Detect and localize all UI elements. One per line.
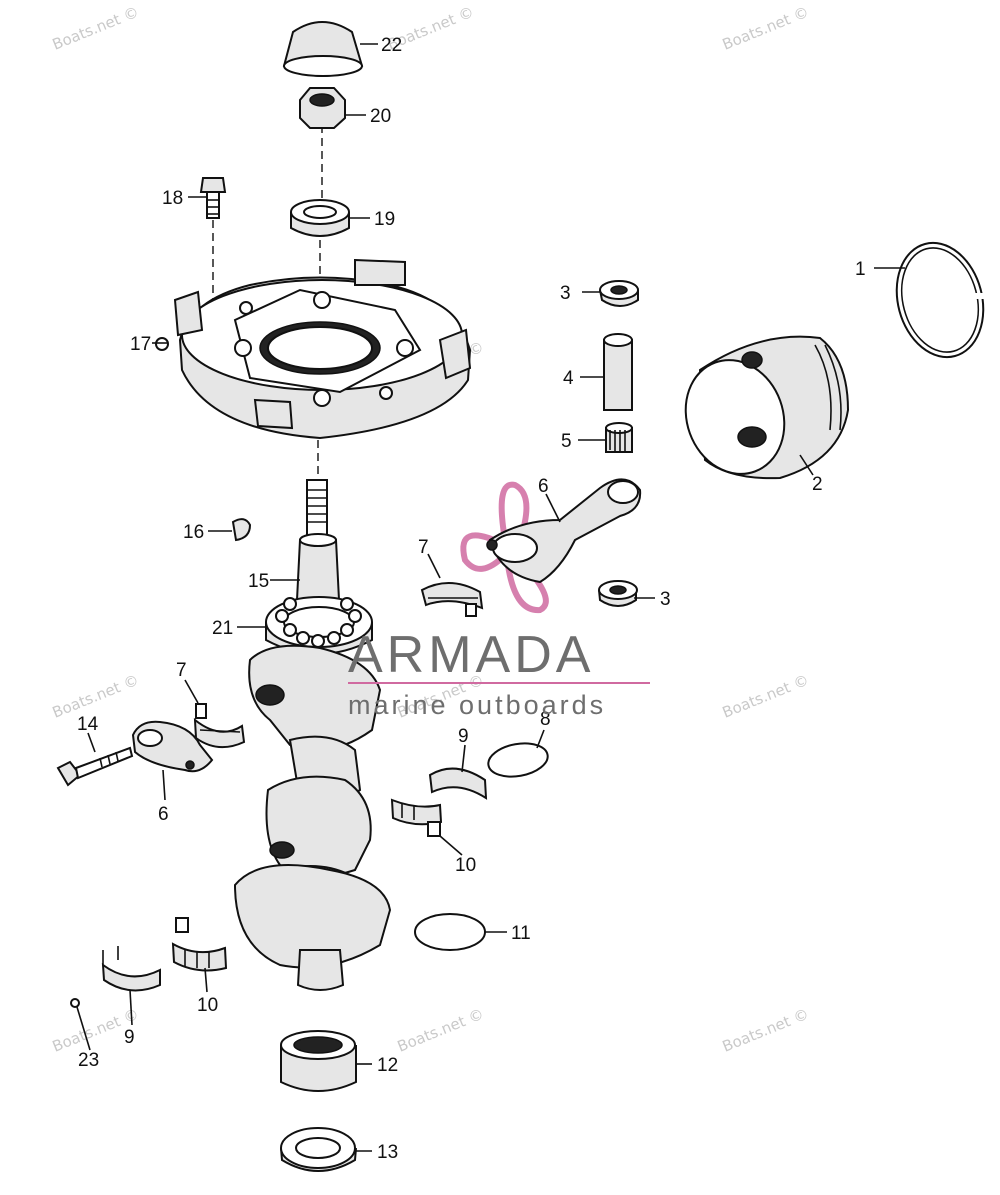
callout-5: 5 [561, 431, 572, 452]
callout-13: 13 [377, 1142, 398, 1163]
part-23-pin [70, 998, 80, 1008]
part-2-piston [684, 335, 850, 480]
watermark-text: Boats.net © [720, 671, 812, 722]
part-7-needle-cage-upper [420, 582, 484, 617]
callout-labels: 1 2 3 3 4 5 6 6 7 7 8 9 9 10 10 11 12 13… [77, 35, 866, 1163]
part-9-bearing-half-upper [428, 767, 488, 800]
callout-19: 19 [374, 209, 395, 230]
part-8-retaining-ring [487, 742, 549, 778]
callout-18: 18 [162, 188, 183, 209]
part-22-cap [282, 21, 364, 77]
callout-11: 11 [511, 923, 531, 944]
part-4-wrist-pin [603, 333, 633, 411]
callout-21: 21 [212, 618, 233, 639]
part-1-piston-ring [895, 241, 985, 359]
armada-brand: ARMADA marine outboards [348, 626, 650, 720]
part-17-armature-plate [155, 258, 472, 440]
part-3-washer-top [599, 280, 639, 307]
callout-22: 22 [381, 35, 402, 56]
callout-3-top: 3 [560, 283, 571, 304]
watermark-text: Boats.net © [720, 3, 812, 54]
callout-1: 1 [855, 259, 866, 280]
part-18-bolt [199, 177, 227, 219]
callout-10-lower: 10 [197, 995, 218, 1016]
part-13-seal-ring [280, 1127, 357, 1172]
part-12-roller-bearing [280, 1030, 357, 1092]
watermark-text: Boats.net © [50, 3, 142, 54]
callout-23: 23 [78, 1050, 99, 1071]
callout-10-upper: 10 [455, 855, 476, 876]
watermark-text: Boats.net © [395, 1005, 487, 1056]
watermark-text: Boats.net © [720, 1005, 812, 1056]
part-10-needle-cage-lower [171, 917, 228, 972]
part-21-ball-bearing [265, 596, 373, 655]
part-7-needle-cage-lower [193, 703, 246, 749]
callout-8: 8 [540, 709, 551, 730]
callout-20: 20 [370, 106, 391, 127]
callout-7-lower: 7 [176, 660, 187, 681]
callout-12: 12 [377, 1055, 398, 1076]
part-9-bearing-half-lower [101, 946, 161, 992]
callout-6-rod: 6 [538, 476, 549, 497]
callout-15: 15 [248, 571, 269, 592]
callout-14: 14 [77, 714, 99, 735]
part-6-rod-cap [131, 720, 214, 773]
callout-6-cap: 6 [158, 804, 169, 825]
part-15-crankshaft [233, 479, 392, 991]
callout-3-bottom: 3 [660, 589, 671, 610]
part-20-nut [299, 87, 346, 129]
watermarks: Boats.net © Boats.net © Boats.net © Boat… [50, 3, 812, 1056]
callout-7-upper: 7 [418, 537, 429, 558]
callout-17: 17 [130, 334, 151, 355]
callout-9-lower: 9 [124, 1027, 135, 1048]
part-3-washer-bottom [598, 580, 638, 607]
callout-9-upper: 9 [458, 726, 469, 747]
leader-lines [76, 43, 905, 1152]
part-19-seal [290, 199, 350, 237]
brand-name: ARMADA [348, 626, 594, 684]
part-11-snap-ring [414, 913, 486, 951]
part-14-rod-bolt [56, 746, 134, 787]
part-5-needle-bearing [605, 422, 633, 453]
brand-tagline: marine outboards [348, 690, 606, 720]
part-6-connecting-rod [486, 478, 642, 584]
callout-4: 4 [563, 368, 574, 389]
part-16-key [231, 518, 252, 542]
part-10-needle-cage-upper [390, 798, 443, 837]
callout-2: 2 [812, 474, 823, 495]
callout-16: 16 [183, 522, 204, 543]
